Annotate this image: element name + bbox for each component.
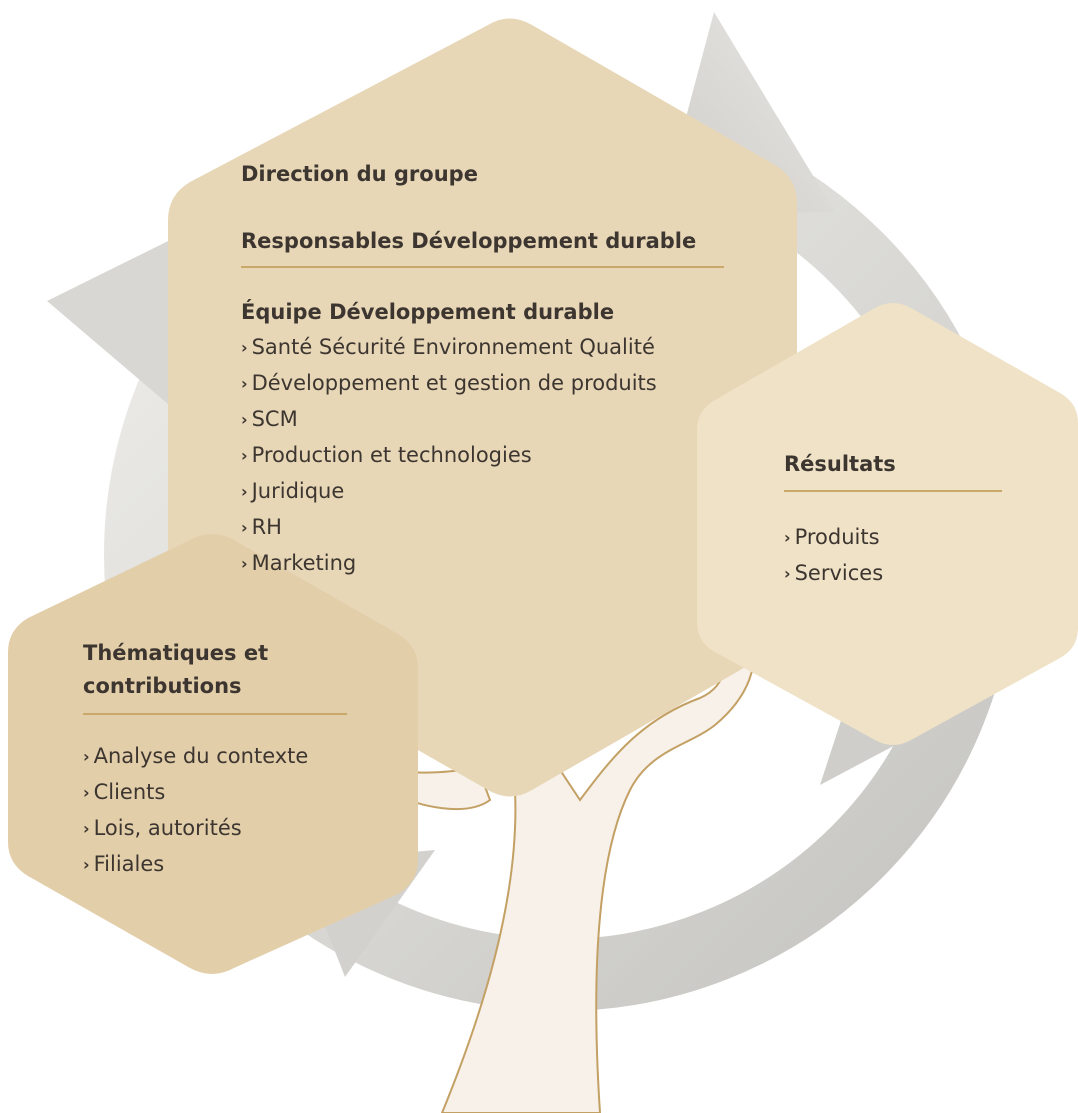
list-item: ›Juridique [241,478,345,503]
chevron-right-icon: › [784,564,791,584]
results-hexagon-content: Résultats ›Produits ›Services [784,452,1004,592]
divider-rule [241,266,724,269]
results-hexagon [697,303,1078,745]
list-item: ›RH [241,514,282,539]
divider-rule [83,713,347,716]
list-item: ›Produits [784,525,880,550]
heading-line: Thématiques et [83,641,269,665]
heading-thematiques: Thématiques et contributions [83,641,353,699]
list-item: ›Marketing [241,550,357,575]
chevron-right-icon: › [241,373,248,393]
themes-hexagon [8,534,418,974]
list-item: ›Développement et gestion de produits [241,370,657,395]
list-item: ›Lois, autorités [83,816,242,841]
heading-equipe: Équipe Développement durable [241,300,615,325]
list-item: ›Analyse du contexte [83,744,309,769]
divider-rule [784,490,1002,493]
results-list: ›Produits ›Services [784,520,1004,592]
chevron-right-icon: › [241,445,248,465]
themes-list: ›Analyse du contexte ›Clients ›Lois, aut… [83,739,353,883]
chevron-right-icon: › [241,337,248,357]
heading-direction-du-groupe: Direction du groupe [241,162,478,186]
list-item: ›Santé Sécurité Environnement Qualité [241,334,655,359]
chevron-right-icon: › [241,517,248,537]
equipe-list: ›Santé Sécurité Environnement Qualité ›D… [241,330,731,582]
list-item: ›SCM [241,406,298,431]
themes-hexagon-content: Thématiques et contributions ›Analyse du… [83,641,353,883]
heading-responsables: Responsables Développement durable [241,229,697,254]
chevron-right-icon: › [784,528,791,548]
chevron-right-icon: › [83,783,90,803]
chevron-right-icon: › [83,855,90,875]
chevron-right-icon: › [241,481,248,501]
list-item: ›Clients [83,780,166,805]
chevron-right-icon: › [241,553,248,573]
heading-resultats: Résultats [784,452,896,476]
chevron-right-icon: › [83,819,90,839]
chevron-right-icon: › [241,409,248,429]
main-hexagon-content: Direction du groupe Responsables Dévelop… [241,162,731,582]
list-item: ›Services [784,561,884,586]
list-item: ›Production et technologies [241,442,532,467]
heading-line: contributions [83,674,242,699]
list-item: ›Filiales [83,852,165,877]
chevron-right-icon: › [83,747,90,767]
